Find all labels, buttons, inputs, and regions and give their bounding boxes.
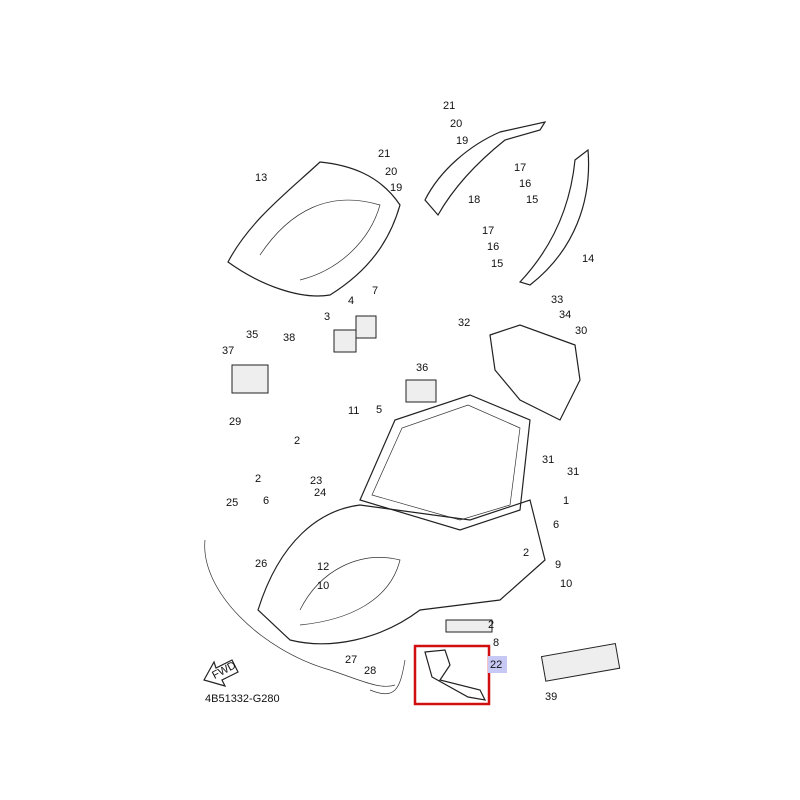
callout-label: 19: [456, 135, 468, 147]
part-18-grip: [424, 121, 547, 217]
callout-label-highlighted: 22: [490, 659, 502, 671]
callout-label: 17: [514, 162, 526, 174]
part-8-pad: [445, 619, 493, 633]
callout-label: 10: [560, 578, 572, 590]
callout-label: 34: [559, 309, 571, 321]
callout-label: 1: [563, 495, 569, 507]
callout-label: 10: [317, 580, 329, 592]
callout-label: 18: [468, 194, 480, 206]
highlight-label-bg: [488, 656, 507, 673]
diagram-code: 4B51332-G280: [205, 693, 280, 705]
fwd-arrow-icon: FWD: [203, 659, 239, 687]
callout-label: 13: [255, 172, 267, 184]
part-30-bracket: [489, 324, 581, 421]
callout-label: 21: [378, 148, 390, 160]
callout-label: 20: [385, 166, 397, 178]
callout-label: 28: [364, 665, 376, 677]
callout-label: 3: [324, 311, 330, 323]
callout-label: 16: [519, 178, 531, 190]
callout-label: 32: [458, 317, 470, 329]
part-3-switch: [333, 329, 357, 353]
callout-label: 21: [443, 100, 455, 112]
callout-label: 26: [255, 558, 267, 570]
part-1-body: [257, 499, 546, 645]
callout-label: 8: [493, 637, 499, 649]
callout-label: 2: [488, 619, 494, 631]
callout-label: 19: [390, 182, 402, 194]
callout-label: 38: [283, 332, 295, 344]
part-13-cover: [227, 161, 401, 297]
callout-label: 2: [294, 435, 300, 447]
callout-label: 25: [226, 497, 238, 509]
callout-label: 36: [416, 362, 428, 374]
callout-label: 23: [310, 475, 322, 487]
callout-label: 30: [575, 325, 587, 337]
callout-label: 14: [582, 253, 594, 265]
callout-label: 37: [222, 345, 234, 357]
callout-label: 6: [553, 519, 559, 531]
part-39-pad: [540, 643, 621, 682]
part-4-switch: [355, 315, 377, 339]
callout-label: 31: [567, 466, 579, 478]
part-14-grip: [518, 148, 590, 286]
callout-label: 31: [542, 454, 554, 466]
callout-label: 6: [263, 495, 269, 507]
callout-label: 29: [229, 416, 241, 428]
callout-label: 11: [348, 405, 359, 417]
callout-label: 15: [491, 258, 503, 270]
callout-label: 15: [526, 194, 538, 206]
callout-label: 12: [317, 561, 329, 573]
callout-label: 7: [372, 285, 378, 297]
callout-label: 24: [314, 487, 326, 499]
part-5-seat-bucket: [359, 394, 531, 531]
callout-label: 2: [523, 547, 529, 559]
part-22-lock: [424, 649, 487, 701]
part-outlines: FWD: [203, 121, 621, 701]
callout-label: 27: [345, 654, 357, 666]
callout-labels: 21 20 19 21 20 19 13 18 17 16 15 17 16 1…: [222, 100, 594, 703]
callout-label: 5: [376, 404, 382, 416]
callout-label: 17: [482, 225, 494, 237]
callout-label: 2: [255, 473, 261, 485]
callout-label: 4: [348, 295, 354, 307]
callout-label: 33: [551, 294, 563, 306]
highlight-box: [413, 644, 491, 706]
callout-label: 16: [487, 241, 499, 253]
callout-label: 35: [246, 329, 258, 341]
callout-label: 39: [545, 691, 557, 703]
callout-label: 20: [450, 118, 462, 130]
part-36-label: [405, 379, 437, 403]
callout-label: 9: [555, 559, 561, 571]
part-37-label: [231, 364, 269, 394]
